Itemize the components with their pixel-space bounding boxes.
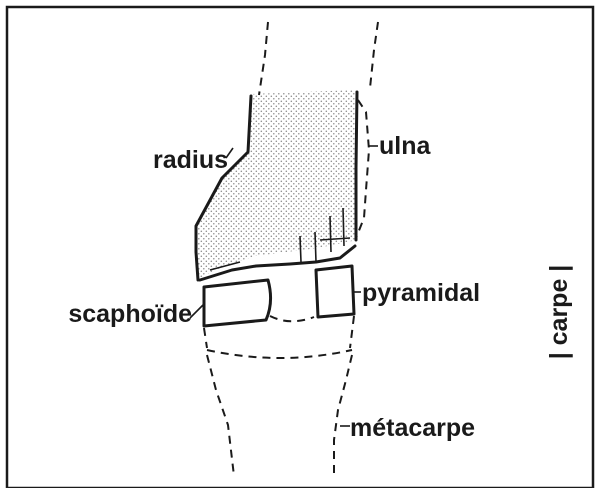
pyramidal-bone (316, 266, 354, 317)
pyramidal-label: pyramidal (362, 279, 480, 307)
radius-label: radius (153, 146, 228, 174)
ulna-shaft-dashed-left (370, 22, 378, 88)
radius-ulna-border (356, 92, 357, 240)
carpal-left-dashed (204, 328, 207, 348)
lunate-dashed (270, 316, 314, 321)
radius-shaft-dashed (259, 22, 268, 95)
metacarpe-label: métacarpe (350, 414, 475, 442)
carpe-label: | carpe | (545, 265, 573, 360)
scaphoide-bone (204, 280, 271, 326)
scaphoide-leader (190, 304, 204, 318)
scaphoide-label: scaphoïde (68, 300, 192, 328)
ulna-label: ulna (379, 132, 431, 160)
metacarpal-base-dashed (207, 350, 352, 358)
metacarpe-left-dashed (207, 355, 234, 476)
carpal-right-dashed (350, 316, 354, 348)
